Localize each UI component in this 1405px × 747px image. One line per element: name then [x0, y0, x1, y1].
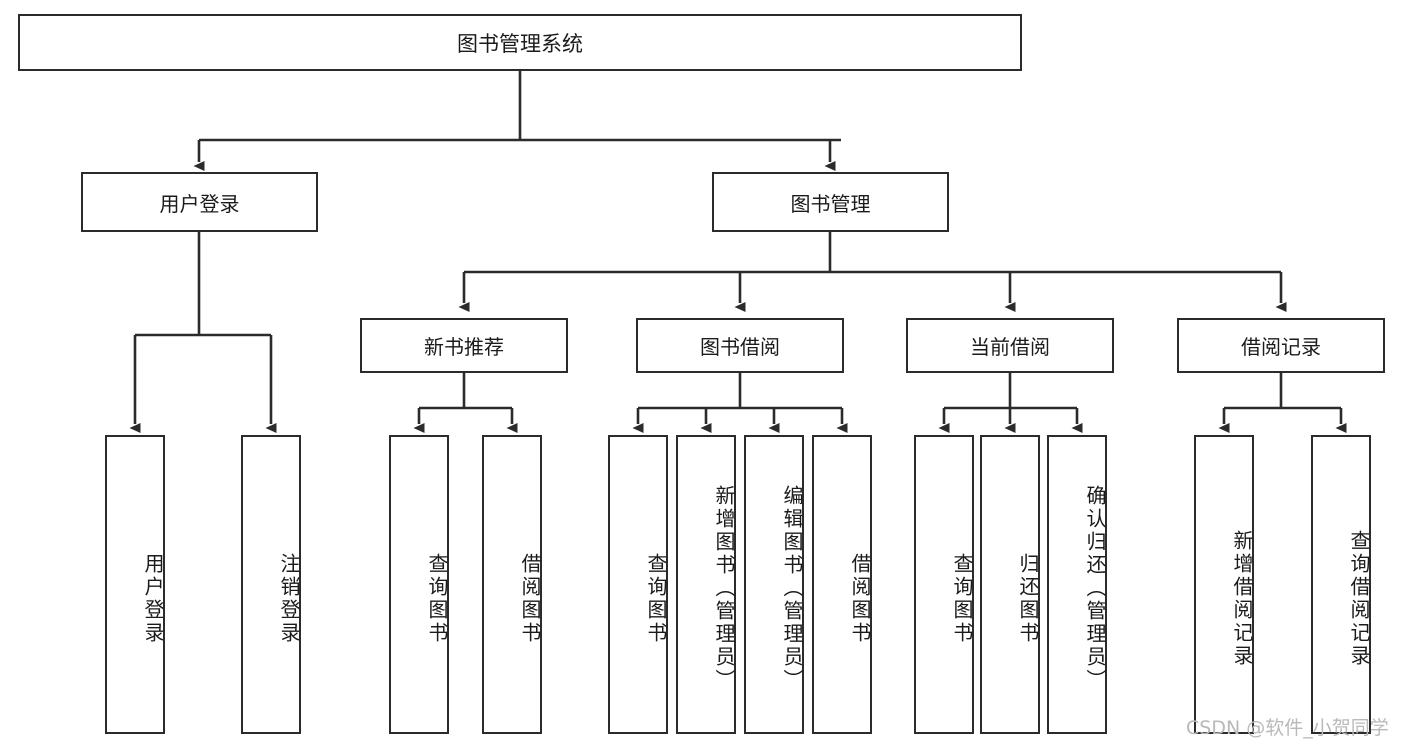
- node-current-borrow-label: 当前借阅: [970, 335, 1050, 359]
- leaf-book-borrow-edit[interactable]: 编辑图书（管理员）: [744, 435, 804, 734]
- leaf-book-borrow-query[interactable]: 查询图书: [608, 435, 668, 734]
- leaf-new-book-borrow[interactable]: 借阅图书: [482, 435, 542, 734]
- leaf-user-login-login[interactable]: 用户登录: [105, 435, 165, 734]
- leaf-current-borrow-return[interactable]: 归还图书: [980, 435, 1040, 734]
- leaf-book-borrow-borrow[interactable]: 借阅图书: [812, 435, 872, 734]
- leaf-label: 借阅图书: [518, 552, 542, 645]
- node-current-borrow[interactable]: 当前借阅: [906, 318, 1114, 373]
- leaf-label: 用户登录: [141, 552, 165, 645]
- leaf-label: 编辑图书（管理员）: [780, 485, 804, 692]
- leaf-label: 确认归还（管理员）: [1083, 485, 1107, 692]
- node-user-login-label: 用户登录: [159, 191, 240, 216]
- leaf-label: 查询图书: [950, 552, 974, 645]
- leaf-current-borrow-confirm-return[interactable]: 确认归还（管理员）: [1047, 435, 1107, 734]
- leaf-label: 借阅图书: [848, 552, 872, 645]
- node-book-manage[interactable]: 图书管理: [712, 172, 949, 232]
- leaf-new-book-query[interactable]: 查询图书: [389, 435, 449, 734]
- node-book-borrow-label: 图书借阅: [700, 335, 780, 359]
- leaf-label: 查询借阅记录: [1347, 529, 1371, 668]
- leaf-book-borrow-add[interactable]: 新增图书（管理员）: [676, 435, 736, 734]
- node-root-label: 图书管理系统: [457, 31, 583, 56]
- leaf-label: 新增图书（管理员）: [712, 485, 736, 692]
- leaf-current-borrow-query[interactable]: 查询图书: [914, 435, 974, 734]
- leaf-label: 归还图书: [1016, 552, 1040, 645]
- node-borrow-record[interactable]: 借阅记录: [1177, 318, 1385, 373]
- node-borrow-record-label: 借阅记录: [1241, 335, 1321, 359]
- leaf-user-login-logout[interactable]: 注销登录: [241, 435, 301, 734]
- node-new-book-recommend[interactable]: 新书推荐: [360, 318, 568, 373]
- leaf-borrow-record-query[interactable]: 查询借阅记录: [1311, 435, 1371, 734]
- node-new-book-recommend-label: 新书推荐: [424, 335, 504, 359]
- node-book-manage-label: 图书管理: [790, 191, 871, 216]
- leaf-label: 新增借阅记录: [1230, 529, 1254, 668]
- leaf-borrow-record-add[interactable]: 新增借阅记录: [1194, 435, 1254, 734]
- node-book-borrow[interactable]: 图书借阅: [636, 318, 844, 373]
- node-root[interactable]: 图书管理系统: [18, 14, 1022, 71]
- leaf-label: 查询图书: [644, 552, 668, 645]
- node-user-login[interactable]: 用户登录: [81, 172, 318, 232]
- watermark: CSDN @软件_小贺同学: [1186, 717, 1389, 739]
- leaf-label: 查询图书: [425, 552, 449, 645]
- leaf-label: 注销登录: [277, 552, 301, 645]
